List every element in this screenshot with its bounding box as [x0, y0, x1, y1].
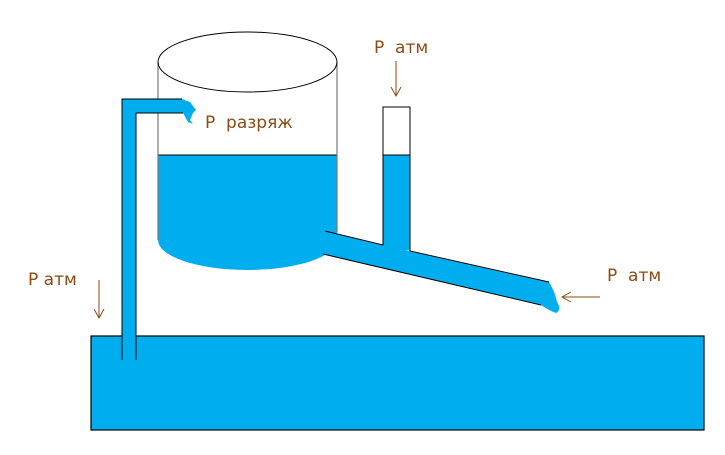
tank-water	[158, 155, 337, 270]
tank-pressure-label: Р разряж	[205, 113, 293, 133]
tank-top	[157, 31, 338, 93]
lower-reservoir	[90, 335, 705, 431]
outlet-pressure-label: Р атм	[607, 266, 661, 286]
standpipe-wall	[382, 154, 411, 251]
arrow-down-reservoir-icon	[93, 280, 105, 320]
arrow-left-outlet-icon	[560, 291, 600, 303]
suction-pipe	[122, 99, 196, 360]
reservoir-pressure-label: Р атм	[28, 270, 77, 290]
outlet-pipe-edge	[322, 230, 550, 306]
outlet-pipe	[318, 231, 560, 313]
standpipe-air	[382, 106, 411, 156]
standpipe-pressure-label: Р атм	[374, 38, 428, 58]
standpipe-water	[383, 155, 410, 250]
suction-pipe-edge	[121, 98, 183, 360]
arrow-down-standpipe-icon	[390, 61, 402, 98]
